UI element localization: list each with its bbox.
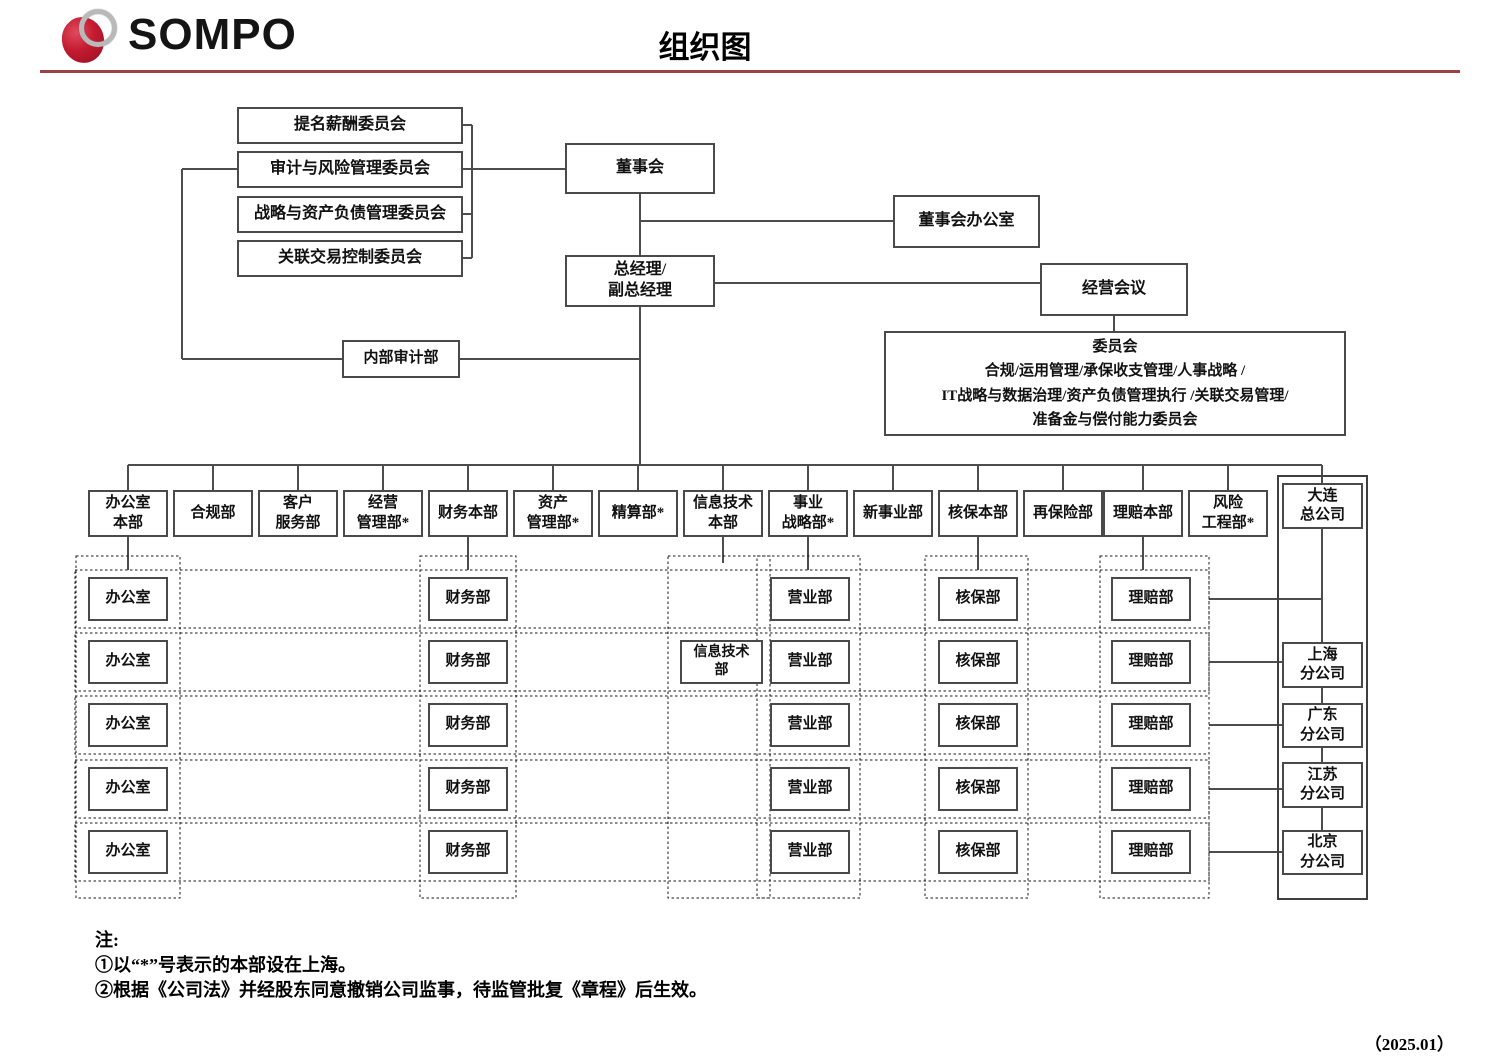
committee-group-box: 委员会 合规/运用管理/承保收支管理/人事战略 / IT战略与数据治理/资产负债… <box>884 331 1346 436</box>
brand-wordmark: SOMPO <box>128 10 297 59</box>
page-title: 组织图 <box>658 30 752 65</box>
row2-cell-underwriting: 核保部 <box>938 640 1018 684</box>
branch-shanghai: 上海 分公司 <box>1282 642 1363 688</box>
logo-silver-ring <box>79 9 117 47</box>
row5-cell-office: 办公室 <box>88 830 168 874</box>
general-manager-box: 总经理/ 副总经理 <box>565 255 715 307</box>
board-of-directors-box: 董事会 <box>565 143 715 194</box>
management-meeting-box: 经营会议 <box>1040 263 1188 316</box>
row1-cell-office: 办公室 <box>88 577 168 621</box>
dept-business-admin: 经营 管理部* <box>343 490 423 537</box>
dept-customer-service: 客户 服务部 <box>258 490 338 537</box>
footnote-item-2: ②根据《公司法》并经股东同意撤销公司监事，待监管批复《章程》后生效。 <box>95 980 707 1001</box>
branch-column-frame <box>1277 475 1368 900</box>
row4-cell-office: 办公室 <box>88 767 168 811</box>
row2-cell-finance: 财务部 <box>428 640 508 684</box>
row5-cell-claims: 理赔部 <box>1111 830 1191 874</box>
row2-cell-claims: 理赔部 <box>1111 640 1191 684</box>
row4-cell-sales: 营业部 <box>770 767 850 811</box>
dept-actuarial: 精算部* <box>598 490 678 537</box>
dept-claims-hq: 理赔本部 <box>1103 490 1183 537</box>
dept-underwriting-hq: 核保本部 <box>938 490 1018 537</box>
row3-cell-underwriting: 核保部 <box>938 703 1018 747</box>
committee-audit-risk: 审计与风险管理委员会 <box>237 151 463 188</box>
dept-reinsurance: 再保险部 <box>1023 490 1103 537</box>
row1-cell-sales: 营业部 <box>770 577 850 621</box>
internal-audit-box: 内部审计部 <box>342 340 460 378</box>
row3-cell-sales: 营业部 <box>770 703 850 747</box>
committee-strategy-alm: 战略与资产负债管理委员会 <box>237 196 463 233</box>
committee-nomination-remuneration: 提名薪酬委员会 <box>237 107 463 144</box>
row3-cell-office: 办公室 <box>88 703 168 747</box>
row1-cell-underwriting: 核保部 <box>938 577 1018 621</box>
row2-cell-office: 办公室 <box>88 640 168 684</box>
row1-cell-finance: 财务部 <box>428 577 508 621</box>
row4-cell-finance: 财务部 <box>428 767 508 811</box>
dept-business-strategy: 事业 战略部* <box>768 490 848 537</box>
dept-it-hq: 信息技术 本部 <box>683 490 763 537</box>
board-office-box: 董事会办公室 <box>893 195 1040 248</box>
version-date: （2025.01） <box>1364 1035 1454 1054</box>
dept-office-hq: 办公室 本部 <box>88 490 168 537</box>
branch-dalian-head-office: 大连 总公司 <box>1282 483 1363 529</box>
row2-cell-it: 信息技术 部 <box>680 640 763 684</box>
footnote-item-1: ①以“*”号表示的本部设在上海。 <box>95 955 356 976</box>
row1-cell-claims: 理赔部 <box>1111 577 1191 621</box>
header-divider <box>40 70 1460 73</box>
row5-cell-sales: 营业部 <box>770 830 850 874</box>
dept-risk-engineering: 风险 工程部* <box>1188 490 1268 537</box>
row5-cell-underwriting: 核保部 <box>938 830 1018 874</box>
footnote-heading: 注: <box>95 930 119 950</box>
branch-beijing: 北京 分公司 <box>1282 830 1363 875</box>
row3-cell-claims: 理赔部 <box>1111 703 1191 747</box>
branch-jiangsu: 江苏 分公司 <box>1282 762 1363 808</box>
row5-cell-finance: 财务部 <box>428 830 508 874</box>
row2-cell-sales: 营业部 <box>770 640 850 684</box>
dept-new-business: 新事业部 <box>853 490 933 537</box>
footnotes: 注: ①以“*”号表示的本部设在上海。 ②根据《公司法》并经股东同意撤销公司监事… <box>95 928 707 1004</box>
row3-cell-finance: 财务部 <box>428 703 508 747</box>
dept-finance-hq: 财务本部 <box>428 490 508 537</box>
branch-guangdong: 广东 分公司 <box>1282 703 1363 748</box>
sompo-logo-icon <box>57 8 120 68</box>
row4-cell-underwriting: 核保部 <box>938 767 1018 811</box>
dept-asset-management: 资产 管理部* <box>513 490 593 537</box>
row4-cell-claims: 理赔部 <box>1111 767 1191 811</box>
dept-compliance: 合规部 <box>173 490 253 537</box>
committee-related-transactions: 关联交易控制委员会 <box>237 240 463 277</box>
